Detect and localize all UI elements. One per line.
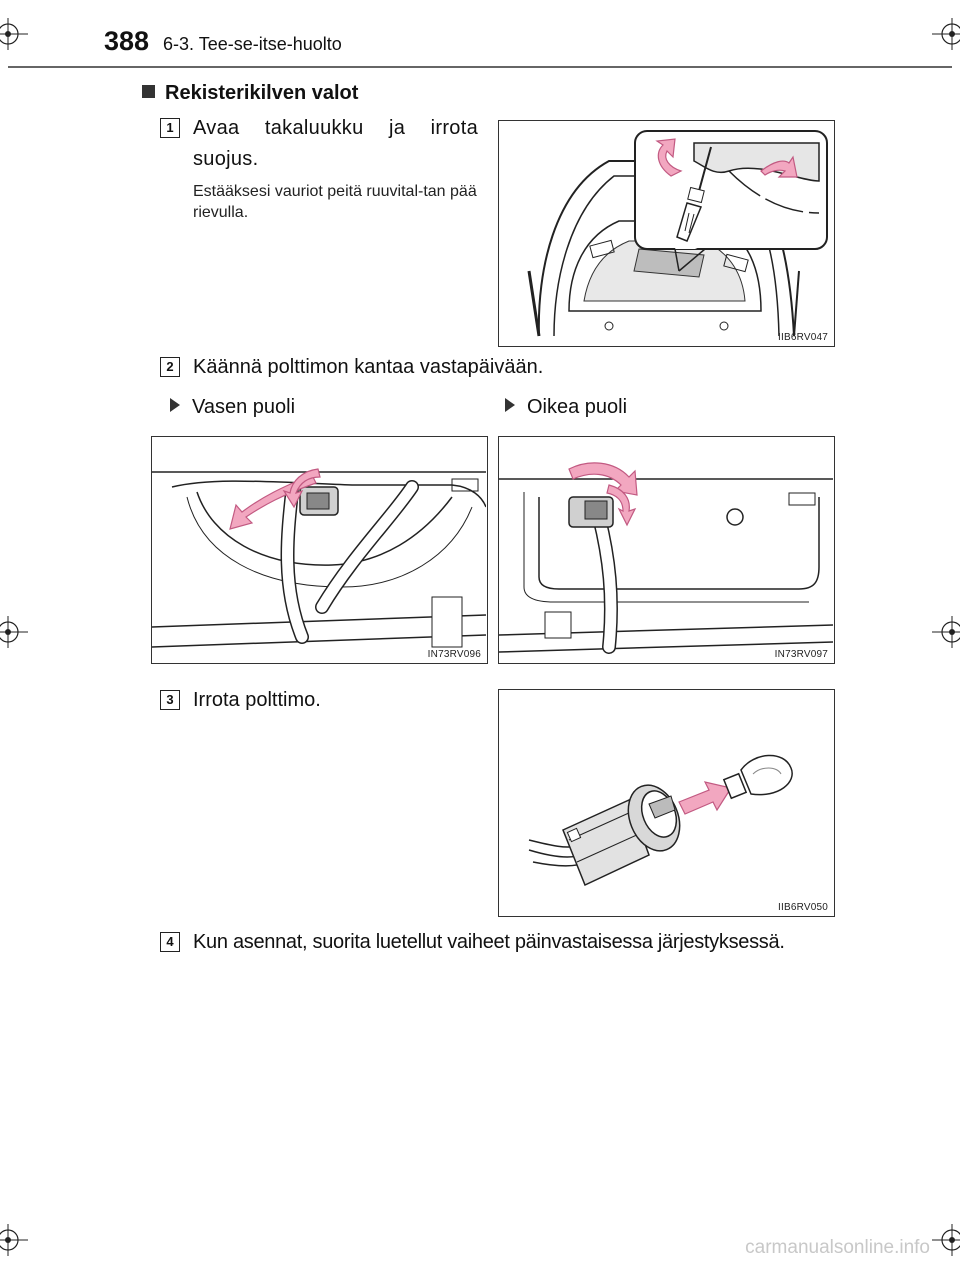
heading-square-icon xyxy=(142,85,155,98)
step-1-text: Avaa takaluukku ja irrota suojus. xyxy=(193,117,478,170)
figure-trunk-cover: IIB6RV047 xyxy=(498,120,835,347)
section-heading: Rekisterikilven valot xyxy=(142,82,358,105)
bullet-triangle-icon xyxy=(170,398,180,412)
watermark: carmanualsonline.info xyxy=(745,1237,930,1258)
figure-left-socket: IN73RV096 xyxy=(151,436,488,664)
sub-label-left: Vasen puoli xyxy=(170,396,295,419)
crop-mark-top-right xyxy=(930,14,960,54)
figure-code: IN73RV097 xyxy=(774,649,828,660)
header-rule xyxy=(8,66,952,68)
crop-mark-mid-right xyxy=(930,612,960,652)
heading-text: Rekisterikilven valot xyxy=(165,82,359,104)
step-1-note: Estääksesi vauriot peitä ruuvital-tan pä… xyxy=(193,183,477,221)
bullet-triangle-icon xyxy=(505,398,515,412)
crop-mark-top-left xyxy=(0,14,30,54)
step-2-text: Käännä polttimon kantaa vastapäivään. xyxy=(193,356,544,378)
step-4-text: Kun asennat, suorita luetellut vaiheet p… xyxy=(193,931,785,953)
step-badge-1: 1 xyxy=(160,118,180,138)
page-number: 388 xyxy=(104,26,150,56)
crop-mark-bottom-left xyxy=(0,1220,30,1260)
figure-code: IN73RV096 xyxy=(427,649,481,660)
section-title: 6-3. Tee-se-itse-huolto xyxy=(163,34,342,54)
step-badge-4: 4 xyxy=(160,932,180,952)
figure-code: IIB6RV050 xyxy=(778,902,828,913)
crop-mark-mid-left xyxy=(0,612,30,652)
step-badge-3: 3 xyxy=(160,690,180,710)
sub-label-right: Oikea puoli xyxy=(505,396,627,419)
step-badge-2: 2 xyxy=(160,357,180,377)
step-3-text: Irrota polttimo. xyxy=(193,689,321,711)
figure-code: IIB6RV047 xyxy=(778,332,828,343)
figure-bulb-removal: IIB6RV050 xyxy=(498,689,835,917)
crop-mark-bottom-right xyxy=(930,1220,960,1260)
figure-right-socket: IN73RV097 xyxy=(498,436,835,664)
